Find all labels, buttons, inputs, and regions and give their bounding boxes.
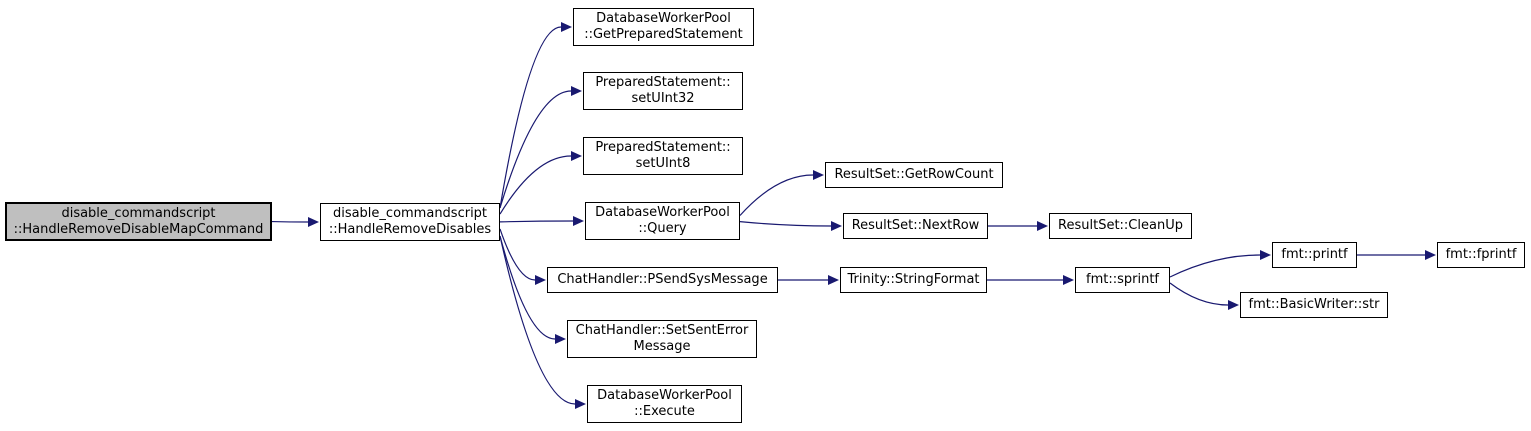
node-fprintf[interactable]: fmt::fprintf bbox=[1437, 242, 1525, 268]
node-set-uint8[interactable]: PreparedStatement:: setUInt8 bbox=[583, 137, 743, 175]
node-clean-up[interactable]: ResultSet::CleanUp bbox=[1049, 213, 1192, 239]
edge-sprintf-to-printf bbox=[1169, 250, 1271, 278]
edge-query-to-getRowCount bbox=[739, 170, 824, 216]
edge-handleRemoveDisables-to-setUInt8 bbox=[499, 151, 582, 215]
node-get-row-count[interactable]: ResultSet::GetRowCount bbox=[825, 162, 1003, 188]
edge-handleRemoveDisables-to-pSendSysMessage bbox=[499, 228, 546, 285]
node-query[interactable]: DatabaseWorkerPool ::Query bbox=[585, 202, 740, 240]
node-basic-writer-str[interactable]: fmt::BasicWriter::str bbox=[1240, 292, 1388, 318]
edge-handleRemoveDisables-to-getPreparedStatement bbox=[499, 22, 572, 209]
node-set-sent-error-message[interactable]: ChatHandler::SetSentError Message bbox=[567, 320, 757, 358]
node-set-uint32[interactable]: PreparedStatement:: setUInt32 bbox=[583, 72, 743, 110]
node-execute[interactable]: DatabaseWorkerPool ::Execute bbox=[587, 385, 742, 423]
node-handle-remove-disable-map-command: disable_commandscript ::HandleRemoveDisa… bbox=[5, 202, 272, 241]
node-get-prepared-statement[interactable]: DatabaseWorkerPool ::GetPreparedStatemen… bbox=[573, 8, 754, 46]
node-handle-remove-disables[interactable]: disable_commandscript ::HandleRemoveDisa… bbox=[320, 203, 500, 241]
node-string-format[interactable]: Trinity::StringFormat bbox=[840, 267, 987, 293]
node-psend-sys-message[interactable]: ChatHandler::PSendSysMessage bbox=[547, 267, 778, 293]
edge-handleRemoveDisables-to-execute bbox=[499, 235, 586, 409]
edge-handleRemoveDisables-to-query bbox=[499, 216, 584, 226]
node-printf[interactable]: fmt::printf bbox=[1272, 242, 1357, 268]
node-next-row[interactable]: ResultSet::NextRow bbox=[843, 213, 988, 239]
edge-sprintf-to-basicWriterStr bbox=[1169, 282, 1239, 310]
node-sprintf[interactable]: fmt::sprintf bbox=[1075, 267, 1170, 293]
edge-handleRemoveDisables-to-setUInt32 bbox=[499, 86, 582, 209]
edge-query-to-nextRow bbox=[739, 221, 842, 231]
